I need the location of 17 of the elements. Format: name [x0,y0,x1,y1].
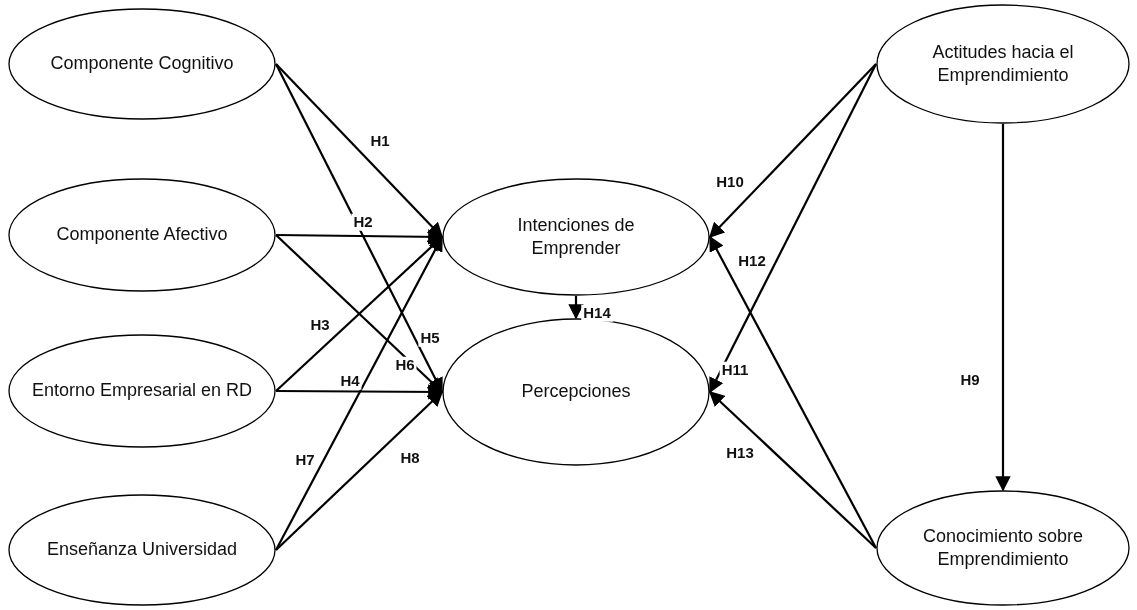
node-label: Entorno Empresarial en RD [31,379,253,403]
node-label: Actitudes hacia el Emprendimiento [931,40,1075,87]
edge-label: H14 [581,304,613,322]
node-label: Conocimiento sobre Emprendimiento [921,524,1085,571]
arrow [275,390,444,551]
arrow [995,124,1011,492]
edge-label: H2 [351,213,375,231]
node-label: Componente Cognitivo [50,52,234,76]
arrow [709,235,877,549]
node-label: Intenciones de Emprender [516,213,636,260]
arrow [275,63,444,239]
node-label: Enseñanza Universidad [46,538,238,562]
arrow [708,390,877,549]
node-label: Percepciones [521,380,631,404]
arrow [708,63,877,239]
arrow [709,63,877,394]
node-label: Componente Afectivo [56,223,228,247]
